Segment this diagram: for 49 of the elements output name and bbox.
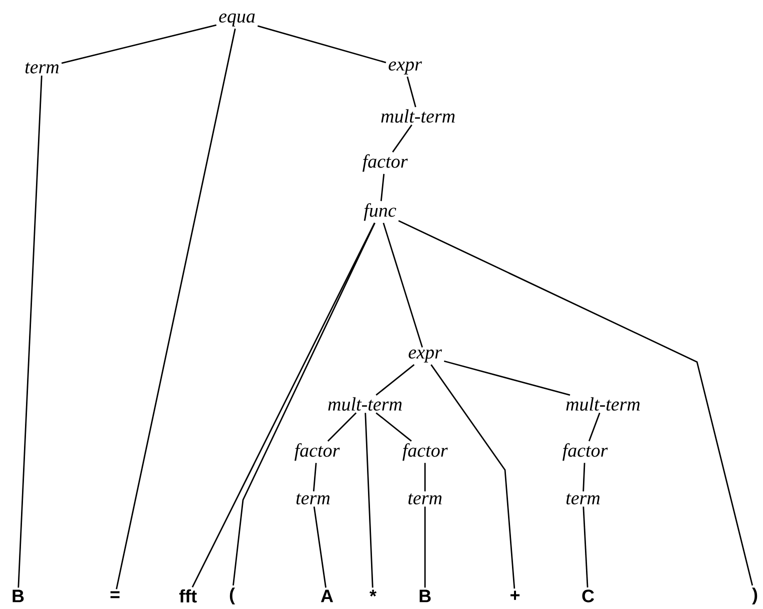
token-label: A — [320, 590, 334, 602]
tree-node-label: factor — [294, 443, 340, 461]
tree-branch — [424, 462, 426, 492]
token-label: = — [110, 591, 120, 598]
tree-node-label: factor — [562, 443, 608, 461]
tree-node-label: factor — [362, 154, 408, 172]
tree-branch — [376, 364, 415, 396]
token-label: B — [12, 590, 24, 602]
tree-branch — [116, 28, 236, 590]
tree-branch — [582, 506, 588, 588]
tree-branch — [313, 506, 326, 588]
tree-node-label: mult-term — [328, 397, 402, 411]
tree-node-label: term — [296, 494, 330, 504]
tree-branch — [364, 412, 374, 588]
tree-node-label: func — [364, 203, 396, 221]
tree-branch — [406, 76, 416, 108]
token-label: ) — [752, 588, 758, 604]
tree-node-label: term — [566, 494, 600, 504]
token-label: ( — [230, 588, 235, 604]
tree-branch — [582, 462, 586, 492]
tree-branch — [61, 24, 216, 64]
tree-branch — [398, 220, 754, 586]
tree-branch — [257, 25, 386, 64]
tree-node-label: expr — [388, 62, 422, 74]
tree-branch — [424, 506, 426, 588]
tree-branch — [382, 222, 423, 348]
tree-branch — [18, 76, 42, 588]
tree-branch — [192, 222, 376, 588]
tree-node-label: mult-term — [381, 109, 455, 123]
token-label: * — [370, 590, 376, 596]
tree-branch — [376, 412, 412, 442]
tree-node-label: term — [408, 494, 442, 504]
tree-branch — [430, 364, 516, 589]
token-label: B — [420, 590, 431, 602]
tree-branch — [327, 412, 357, 442]
tree-branch — [380, 174, 385, 202]
tree-node-label: term — [25, 62, 59, 74]
tree-branch — [312, 462, 317, 492]
tree-node-label: factor — [402, 443, 448, 461]
tree-branch — [392, 124, 412, 152]
tree-branch — [444, 360, 570, 396]
tree-node-label: mult-term — [566, 397, 640, 411]
token-label: C — [582, 590, 594, 602]
token-label: + — [510, 590, 520, 600]
tree-node-label: equa — [219, 14, 255, 26]
tree-branch — [232, 222, 376, 586]
token-label: fft — [179, 589, 197, 603]
tree-branch — [588, 412, 600, 442]
tree-node-label: expr — [408, 350, 442, 362]
